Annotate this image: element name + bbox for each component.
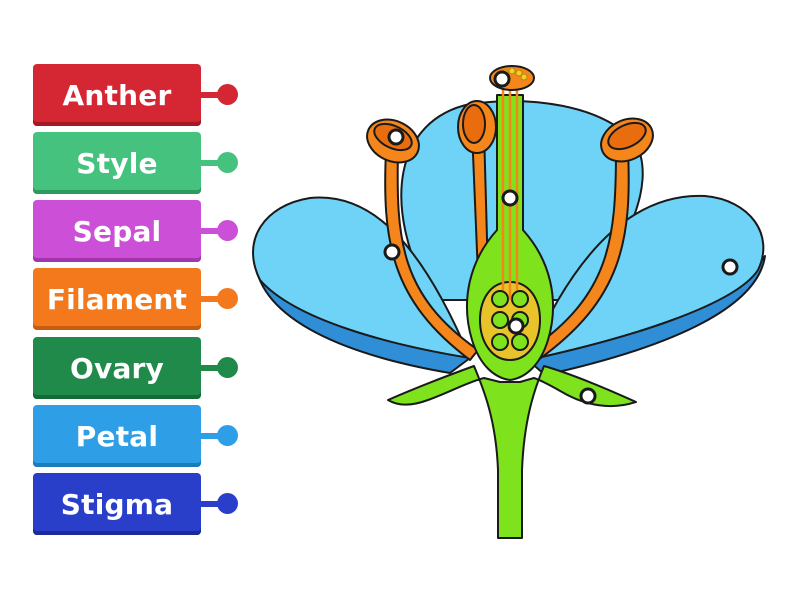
label-row-petal: Petal — [33, 405, 243, 467]
anther-connector — [201, 92, 229, 98]
drop-target-stigma[interactable] — [493, 70, 511, 88]
label-row-filament: Filament — [33, 268, 243, 330]
ovary-connector — [201, 365, 229, 371]
ovary-drag-handle[interactable] — [217, 357, 238, 378]
style-drag-handle[interactable] — [217, 152, 238, 173]
drop-target-petal[interactable] — [721, 258, 739, 276]
petal-drag-handle[interactable] — [217, 425, 238, 446]
sepal-drag-handle[interactable] — [217, 220, 238, 241]
sepal-connector — [201, 228, 229, 234]
stigma-drag-handle[interactable] — [217, 493, 238, 514]
style-connector — [201, 160, 229, 166]
ovule-3 — [491, 311, 509, 329]
filament-drag-handle[interactable] — [217, 288, 238, 309]
label-row-stigma: Stigma — [33, 473, 243, 535]
anther-label-button[interactable]: Anther — [33, 64, 201, 126]
label-row-style: Style — [33, 132, 243, 194]
style-label-button[interactable]: Style — [33, 132, 201, 194]
pollen-grain-4 — [520, 73, 528, 81]
drop-target-anther[interactable] — [387, 128, 405, 146]
ovule-6 — [511, 333, 529, 351]
inner-left-anther — [457, 100, 497, 154]
stem-and-sepals — [387, 365, 637, 539]
stigma-connector — [201, 501, 229, 507]
ovule-2 — [511, 290, 529, 308]
label-row-anther: Anther — [33, 64, 243, 126]
right-anther — [600, 117, 654, 163]
drop-target-ovary[interactable] — [507, 317, 525, 335]
right-petal — [527, 194, 765, 361]
pollen-grain-2 — [508, 67, 516, 75]
filament-label-button[interactable]: Filament — [33, 268, 201, 330]
filament-connector — [201, 296, 229, 302]
ovary-label-button[interactable]: Ovary — [33, 337, 201, 399]
label-row-sepal: Sepal — [33, 200, 243, 262]
anther-drag-handle[interactable] — [217, 84, 238, 105]
sepal-label-button[interactable]: Sepal — [33, 200, 201, 262]
ovule-5 — [491, 333, 509, 351]
petal-connector — [201, 433, 229, 439]
stigma-label-button[interactable]: Stigma — [33, 473, 201, 535]
label-row-ovary: Ovary — [33, 337, 243, 399]
pollen-grain-3 — [515, 69, 523, 77]
petal-label-button[interactable]: Petal — [33, 405, 201, 467]
ovule-1 — [491, 290, 509, 308]
drop-target-style[interactable] — [501, 189, 519, 207]
drop-target-filament[interactable] — [383, 243, 401, 261]
drop-target-sepal[interactable] — [579, 387, 597, 405]
